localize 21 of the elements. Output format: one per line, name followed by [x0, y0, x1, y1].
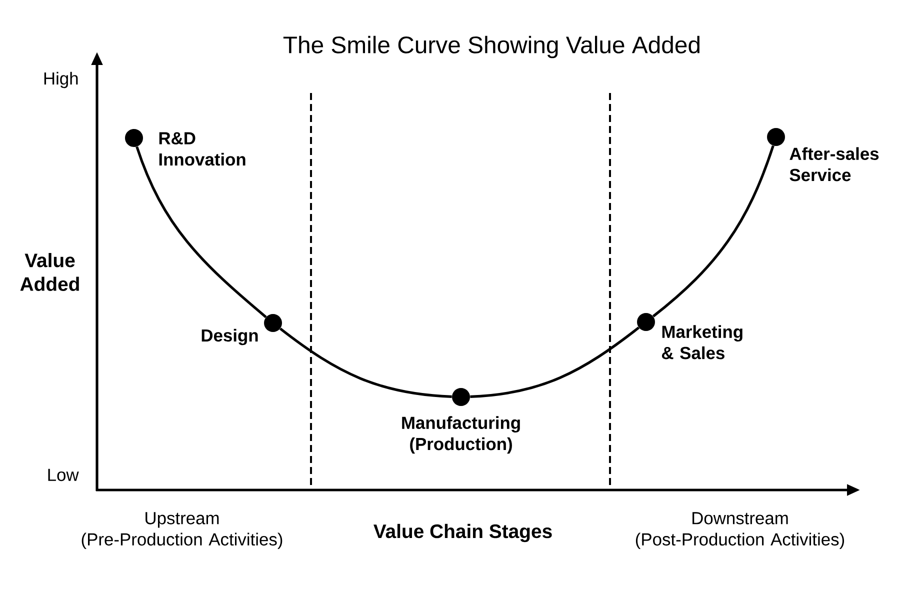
curve	[136, 146, 267, 318]
axis-title: Value Chain Stages	[374, 524, 552, 542]
dot	[125, 129, 143, 147]
dot	[767, 128, 785, 146]
title: The Smile Curve Showing Value Added	[283, 36, 700, 58]
point-label: Design	[202, 328, 258, 346]
axis-title: Value Added	[20, 253, 79, 291]
curve	[279, 328, 452, 398]
point-label: After-sales Service	[790, 147, 879, 182]
curve	[470, 326, 640, 398]
curve	[652, 145, 774, 318]
dot	[637, 313, 655, 331]
point-label: Marketing & Sales	[662, 325, 742, 360]
tick-label: Low	[48, 468, 79, 482]
tick-label: High	[44, 72, 78, 88]
dot	[264, 314, 282, 332]
dot	[452, 388, 470, 406]
point-label: Manufacturing (Production)	[402, 416, 520, 454]
point-label: R&D Innovation	[159, 132, 246, 166]
region-label: Upstream (Pre-Production Activities)	[82, 512, 282, 550]
region-label: Downstream (Post-Production Activities)	[636, 512, 844, 550]
